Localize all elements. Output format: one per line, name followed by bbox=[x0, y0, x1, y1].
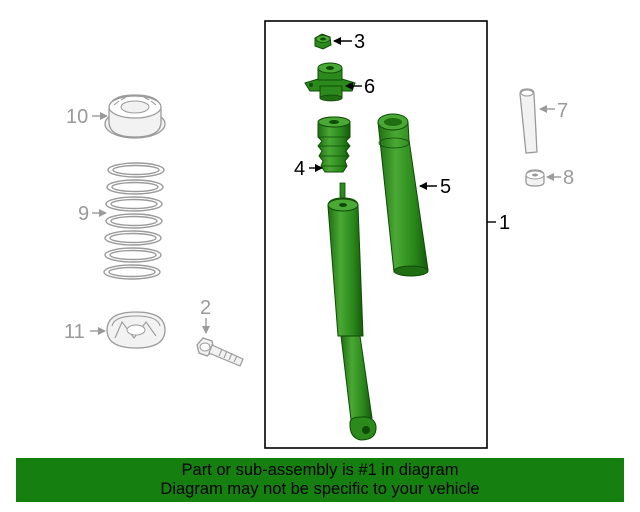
shock-absorber-icon[interactable] bbox=[327, 182, 377, 441]
callout-1[interactable]: 1 bbox=[499, 212, 510, 234]
callout-4[interactable]: 4 bbox=[294, 158, 305, 180]
coil-spring-icon[interactable] bbox=[103, 162, 165, 280]
bolt-icon[interactable] bbox=[196, 337, 244, 367]
info-banner: Part or sub-assembly is #1 in diagram Di… bbox=[16, 458, 624, 502]
upper-spring-seat-icon[interactable] bbox=[104, 94, 166, 139]
callout-8[interactable]: 8 bbox=[563, 167, 574, 189]
callout-3[interactable]: 3 bbox=[354, 31, 365, 53]
callout-2[interactable]: 2 bbox=[200, 297, 211, 319]
callout-10[interactable]: 10 bbox=[66, 106, 88, 128]
callout-9[interactable]: 9 bbox=[78, 203, 89, 225]
dust-boot-icon[interactable] bbox=[377, 113, 429, 277]
banner-line-1: Part or sub-assembly is #1 in diagram bbox=[181, 461, 459, 479]
callout-7[interactable]: 7 bbox=[557, 100, 568, 122]
lower-spring-seat-icon[interactable] bbox=[106, 311, 166, 349]
bump-stop-icon[interactable] bbox=[317, 116, 351, 173]
assembly-frame bbox=[264, 20, 488, 449]
banner-line-2: Diagram may not be specific to your vehi… bbox=[160, 480, 480, 498]
callout-6[interactable]: 6 bbox=[364, 76, 375, 98]
callout-11[interactable]: 11 bbox=[64, 321, 85, 343]
sleeve-icon[interactable] bbox=[519, 88, 538, 154]
nut-icon[interactable] bbox=[314, 33, 332, 50]
bushing-icon[interactable] bbox=[525, 169, 545, 187]
upper-mount-icon[interactable] bbox=[304, 62, 356, 102]
callout-5[interactable]: 5 bbox=[440, 176, 451, 198]
